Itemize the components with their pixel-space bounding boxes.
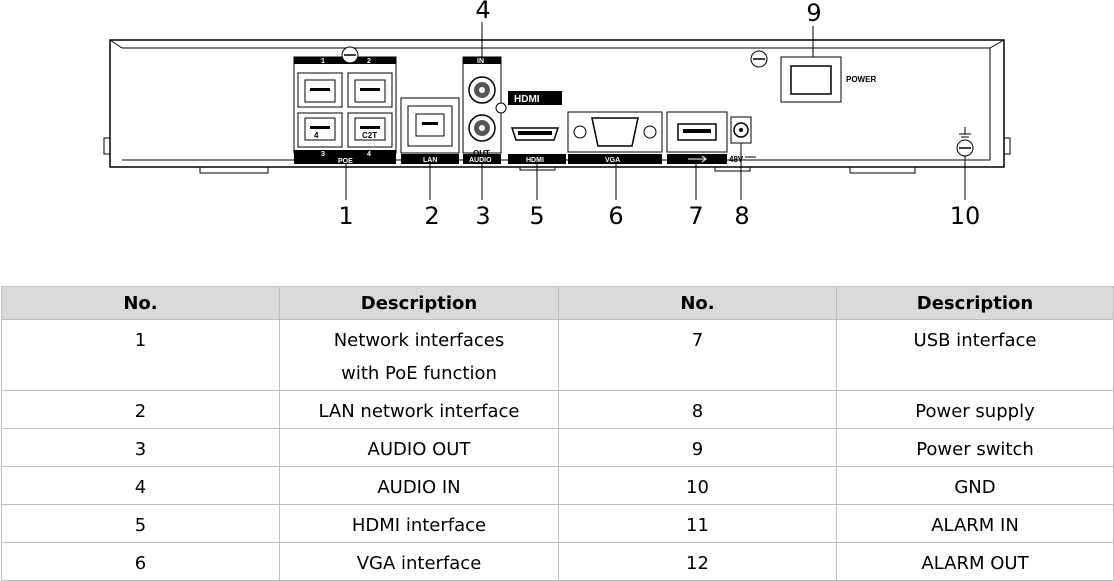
header-description-1: Description	[279, 286, 559, 320]
audio-in-label: IN	[477, 58, 484, 65]
cell-no: 6	[1, 542, 280, 581]
audio-out-label: OUT	[473, 149, 490, 158]
callout-2: 2	[424, 202, 439, 230]
cell-description: VGA interface	[279, 542, 559, 581]
callout-7: 7	[688, 202, 703, 230]
cell-description: Power supply	[836, 390, 1114, 429]
table-row: 3 AUDIO OUT 9 Power switch	[1, 428, 1114, 467]
cell-no: 4	[1, 466, 280, 505]
table-row: 5 HDMI interface 11 ALARM IN	[1, 504, 1114, 543]
cell-description: HDMI interface	[279, 504, 559, 543]
callout-10: 10	[950, 202, 981, 230]
table-row: 4 AUDIO IN 10 GND	[1, 466, 1114, 505]
dc-power-port: 48V	[729, 116, 756, 164]
callout-5: 5	[529, 202, 544, 230]
poe-port-number-3: 3	[321, 151, 325, 158]
cell-no: 11	[558, 504, 837, 543]
callout-numbers: 1 2 3 4 5 6 7 8 9 10	[338, 0, 980, 230]
cell-description: AUDIO OUT	[279, 428, 559, 467]
callout-6: 6	[608, 202, 623, 230]
cell-no: 7	[558, 319, 837, 391]
rear-panel-diagram: 1 2 4 C2T 3 4 POE LAN IN	[103, 0, 1011, 230]
callout-4: 4	[475, 0, 490, 24]
poe-label: POE	[338, 158, 353, 165]
header-no-2: No.	[558, 286, 837, 320]
poe-port-number-1: 1	[321, 58, 325, 65]
cell-no: 2	[1, 390, 280, 429]
poe-port-block: 1 2 4 C2T 3 4 POE	[293, 46, 397, 165]
cell-no: 9	[558, 428, 837, 467]
header-no-1: No.	[1, 286, 280, 320]
header-description-2: Description	[836, 286, 1114, 320]
screws	[750, 50, 974, 157]
cell-description: Network interfaces with PoE function	[279, 319, 559, 391]
hdmi-label: HDMI	[526, 157, 544, 164]
lan-label: LAN	[423, 157, 437, 164]
callout-9: 9	[806, 0, 821, 27]
table-row: 6 VGA interface 12 ALARM OUT	[1, 542, 1114, 581]
hdmi-port: HDMI HDMI	[508, 91, 566, 164]
cell-no: 5	[1, 504, 280, 543]
usb-icon	[688, 155, 707, 163]
cell-no: 12	[558, 542, 837, 581]
dc-rating-label: 48V	[729, 155, 744, 164]
table-row: 2 LAN network interface 8 Power supply	[1, 390, 1114, 429]
poe-port-label-c2t: C2T	[362, 131, 377, 140]
usb-port	[666, 111, 728, 164]
cell-no: 10	[558, 466, 837, 505]
poe-port-label-4: 4	[314, 131, 319, 140]
cell-description: USB interface	[836, 319, 1114, 391]
interface-table: No. Description No. Description 1 Networ…	[1, 286, 1114, 581]
vga-label: VGA	[605, 157, 620, 164]
ground-icon	[959, 127, 971, 138]
power-switch: POWER	[780, 56, 876, 103]
cell-no: 3	[1, 428, 280, 467]
audio-ports: IN OUT AUDIO	[462, 56, 507, 164]
vga-port: VGA	[567, 111, 663, 164]
cell-description: Power switch	[836, 428, 1114, 467]
cell-no: 8	[558, 390, 837, 429]
power-label: POWER	[846, 75, 876, 84]
callout-1: 1	[338, 202, 353, 230]
audio-label: AUDIO	[469, 157, 492, 164]
table-row: 1 Network interfaces with PoE function 7…	[1, 319, 1114, 391]
cell-description: LAN network interface	[279, 390, 559, 429]
cell-description: AUDIO IN	[279, 466, 559, 505]
lan-port: LAN	[400, 97, 460, 164]
chassis	[103, 39, 1011, 174]
cell-no: 1	[1, 319, 280, 391]
callout-3: 3	[475, 202, 490, 230]
cell-description: ALARM OUT	[836, 542, 1114, 581]
table-header-row: No. Description No. Description	[1, 286, 1114, 320]
leader-lines	[345, 22, 966, 200]
cell-description: ALARM IN	[836, 504, 1114, 543]
cell-description: GND	[836, 466, 1114, 505]
callout-8: 8	[734, 202, 749, 230]
poe-port-number-4: 4	[367, 151, 371, 158]
hdmi-logo: HDMI	[514, 94, 540, 105]
poe-port-number-2: 2	[367, 58, 371, 65]
